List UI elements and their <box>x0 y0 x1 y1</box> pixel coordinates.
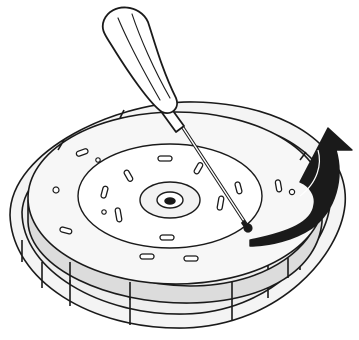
diagram-stage <box>0 0 359 340</box>
illustration-canvas <box>0 0 359 340</box>
